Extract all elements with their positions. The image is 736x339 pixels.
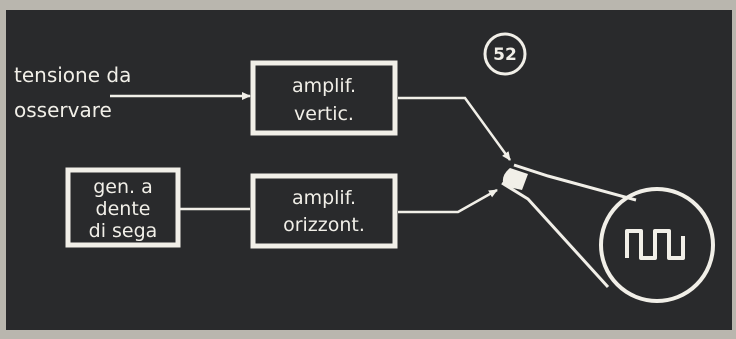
- figure-number-badge: 52: [483, 32, 527, 76]
- sawtooth-generator-block: gen. a dente di sega: [65, 167, 181, 248]
- figure-number: 52: [493, 45, 517, 65]
- cathode-ray-tube-icon: [501, 163, 715, 303]
- horizontal-amplifier-block: amplif. orizzont.: [250, 173, 398, 249]
- vertical-amplifier-line1: amplif.: [292, 75, 356, 97]
- horizontal-amplifier-line1: amplif.: [292, 187, 356, 209]
- square-wave-icon: [625, 229, 685, 260]
- vertical-output-arrow: [398, 96, 512, 161]
- input-label-line2: osservare: [14, 98, 112, 122]
- tube-screen: [599, 187, 715, 303]
- sawtooth-generator-line2: dente: [96, 198, 151, 220]
- sawtooth-generator-line1: gen. a: [93, 176, 153, 198]
- horizontal-output-arrow: [398, 188, 498, 214]
- vertical-amplifier-block: amplif. vertic.: [250, 60, 398, 136]
- input-label-line1: tensione da: [14, 63, 131, 87]
- horizontal-amplifier-line2: orizzont.: [283, 214, 365, 236]
- sawtooth-generator-line3: di sega: [89, 220, 158, 242]
- vertical-amplifier-line2: vertic.: [294, 103, 354, 125]
